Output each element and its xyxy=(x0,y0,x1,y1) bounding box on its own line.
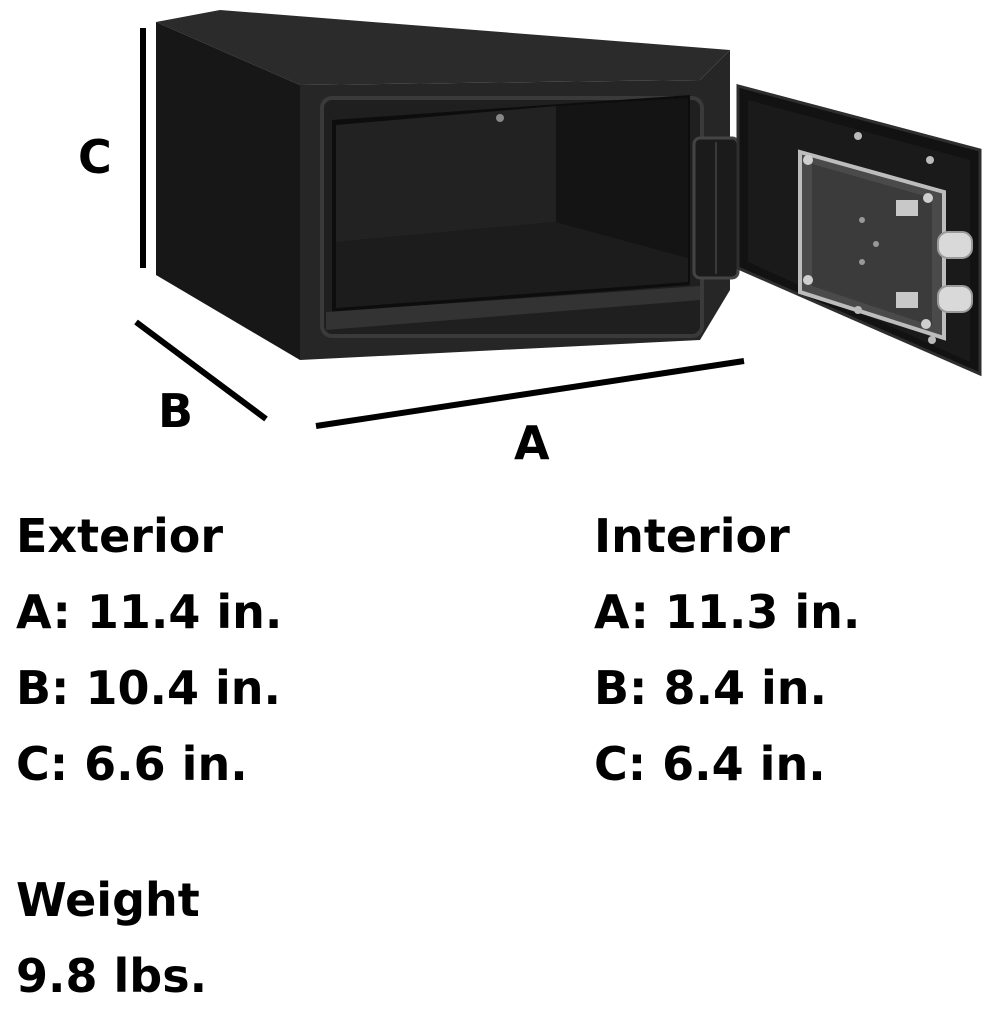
safe-door xyxy=(736,84,982,377)
interior-specs: Interior A: 11.3 in. B: 8.4 in. C: 6.4 i… xyxy=(594,498,860,802)
dimension-line-a xyxy=(315,358,745,429)
exterior-heading: Exterior xyxy=(16,509,224,563)
exterior-dimension-c: C: 6.6 in. xyxy=(16,737,248,791)
dimension-label-b: B xyxy=(158,384,194,438)
exterior-dimension-a: A: 11.4 in. xyxy=(16,585,283,639)
weight-value: 9.8 lbs. xyxy=(16,949,208,1003)
dimension-label-c: C xyxy=(78,130,112,184)
interior-dimension-a: A: 11.3 in. xyxy=(594,585,861,639)
dimension-line-b xyxy=(134,319,268,422)
exterior-dimension-b: B: 10.4 in. xyxy=(16,661,281,715)
weight-heading: Weight xyxy=(16,873,200,927)
hinge xyxy=(692,136,740,280)
interior-heading: Interior xyxy=(594,509,790,563)
interior-dimension-c: C: 6.4 in. xyxy=(594,737,826,791)
weight-specs: Weight 9.8 lbs. xyxy=(16,862,207,1014)
exterior-specs: Exterior A: 11.4 in. B: 10.4 in. C: 6.6 … xyxy=(16,498,282,802)
dimension-label-a: A xyxy=(514,416,550,470)
interior-dimension-b: B: 8.4 in. xyxy=(594,661,827,715)
safe-body xyxy=(156,10,730,360)
safe-illustration xyxy=(134,10,982,429)
